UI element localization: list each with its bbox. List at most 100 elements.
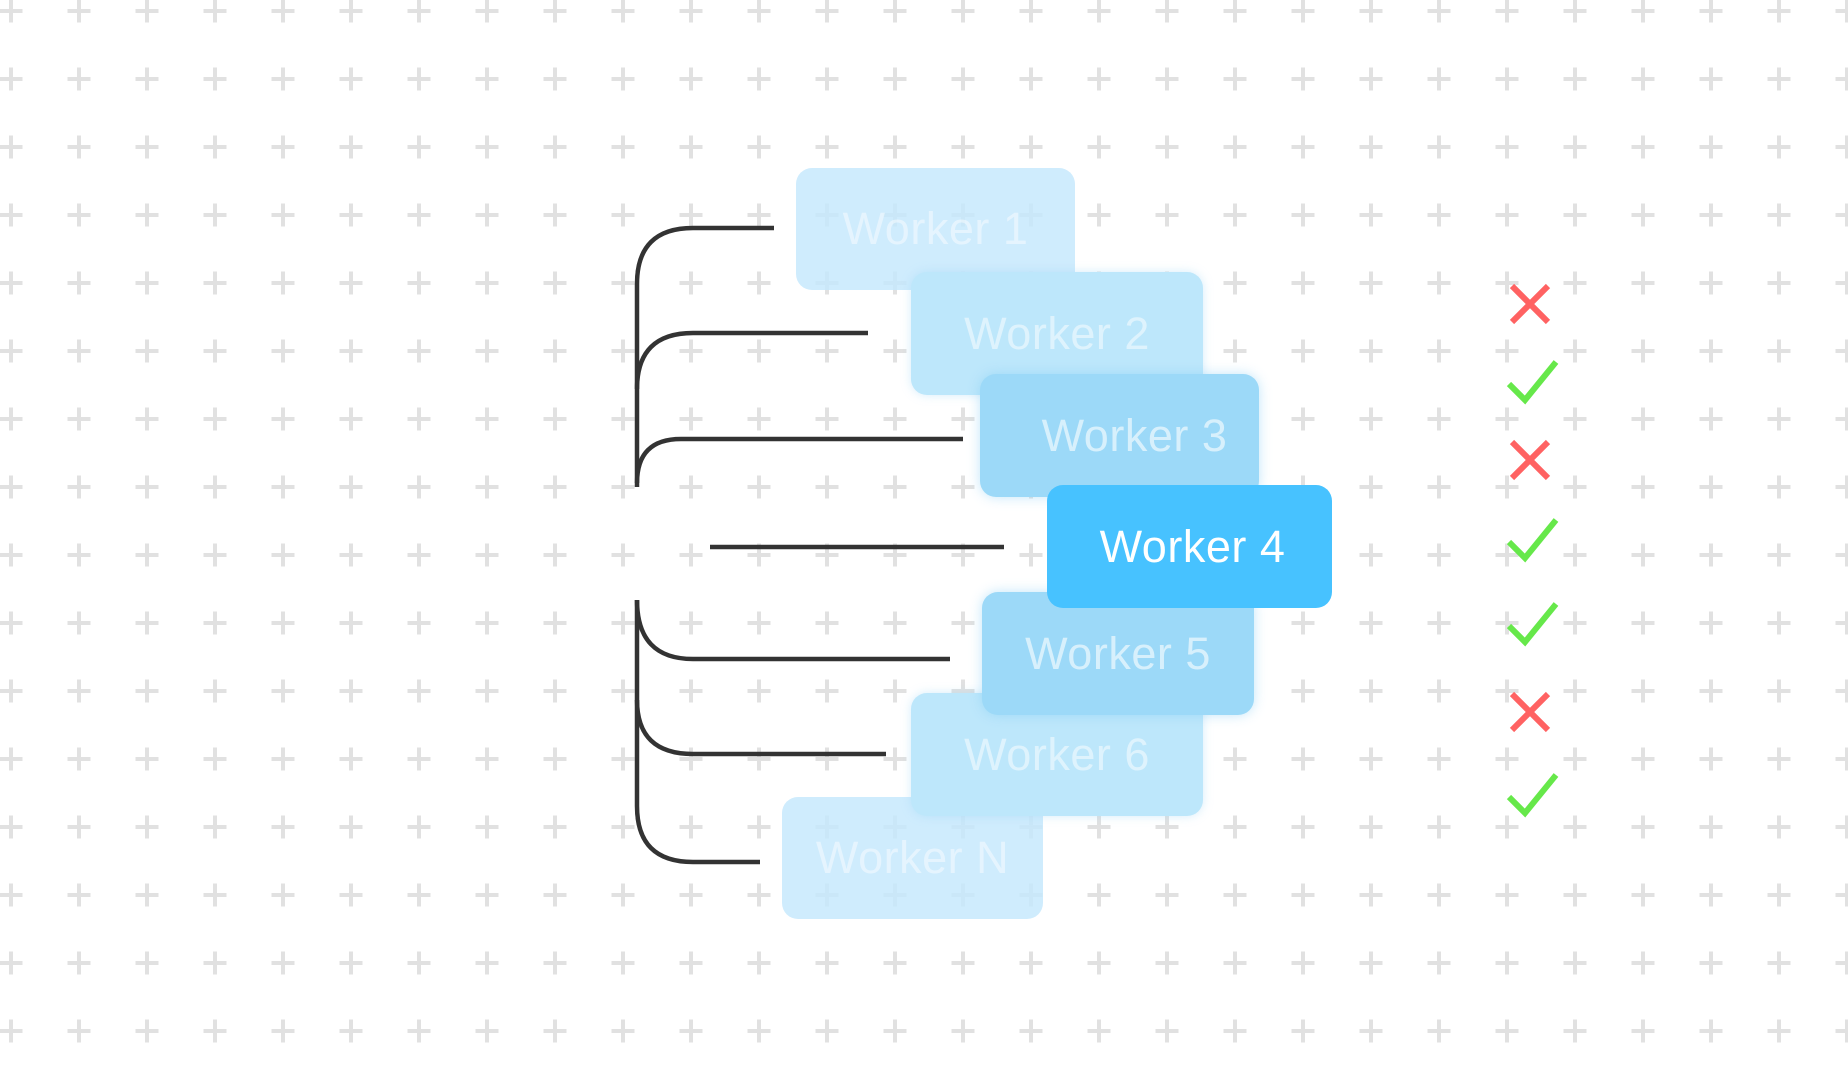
grid-plus-icon: [1699, 0, 1723, 23]
grid-plus-icon: [815, 679, 839, 703]
grid-plus-icon: [543, 475, 567, 499]
grid-plus-icon: [1699, 543, 1723, 567]
grid-plus-icon: [475, 135, 499, 159]
grid-plus-icon: [407, 679, 431, 703]
grid-plus-icon: [271, 543, 295, 567]
grid-plus-icon: [543, 67, 567, 91]
grid-plus-icon: [271, 203, 295, 227]
grid-plus-icon: [1087, 1019, 1111, 1043]
grid-plus-icon: [679, 203, 703, 227]
grid-plus-icon: [1019, 1019, 1043, 1043]
grid-plus-icon: [1699, 611, 1723, 635]
grid-plus-icon: [1563, 747, 1587, 771]
grid-plus-icon: [1563, 0, 1587, 23]
grid-plus-icon: [339, 747, 363, 771]
grid-plus-icon: [679, 883, 703, 907]
grid-plus-icon: [747, 67, 771, 91]
grid-plus-icon: [1631, 747, 1655, 771]
grid-plus-icon: [271, 747, 295, 771]
grid-plus-icon: [611, 0, 635, 23]
grid-plus-icon: [611, 951, 635, 975]
grid-plus-icon: [1087, 0, 1111, 23]
grid-plus-icon: [1767, 475, 1791, 499]
worker-n-card: Worker N: [782, 797, 1043, 919]
grid-plus-icon: [339, 679, 363, 703]
grid-plus-icon: [135, 815, 159, 839]
grid-plus-icon: [1631, 679, 1655, 703]
grid-plus-icon: [0, 883, 23, 907]
connector-worker-1: [634, 225, 774, 487]
grid-plus-icon: [747, 0, 771, 23]
grid-plus-icon: [679, 271, 703, 295]
grid-plus-icon: [407, 339, 431, 363]
grid-plus-icon: [475, 271, 499, 295]
grid-plus-icon: [1835, 407, 1848, 431]
grid-plus-icon: [1019, 543, 1043, 567]
grid-plus-icon: [747, 475, 771, 499]
grid-plus-icon: [271, 135, 295, 159]
grid-plus-icon: [1427, 1019, 1451, 1043]
grid-plus-icon: [1631, 611, 1655, 635]
grid-plus-icon: [1291, 747, 1315, 771]
grid-plus-icon: [815, 135, 839, 159]
grid-plus-icon: [543, 0, 567, 23]
grid-plus-icon: [1427, 407, 1451, 431]
grid-plus-icon: [611, 747, 635, 771]
grid-plus-icon: [1563, 135, 1587, 159]
grid-plus-icon: [339, 475, 363, 499]
grid-plus-icon: [1019, 67, 1043, 91]
grid-plus-icon: [1087, 883, 1111, 907]
grid-plus-icon: [203, 951, 227, 975]
grid-plus-icon: [611, 815, 635, 839]
grid-plus-icon: [67, 747, 91, 771]
grid-plus-icon: [475, 339, 499, 363]
grid-plus-icon: [1291, 135, 1315, 159]
grid-plus-icon: [611, 339, 635, 363]
grid-plus-icon: [1699, 883, 1723, 907]
grid-plus-icon: [1087, 203, 1111, 227]
grid-plus-icon: [67, 475, 91, 499]
grid-plus-icon: [883, 475, 907, 499]
grid-plus-icon: [679, 475, 703, 499]
grid-plus-icon: [1427, 815, 1451, 839]
grid-plus-icon: [135, 747, 159, 771]
connector-worker-6: [634, 600, 886, 757]
grid-plus-icon: [1699, 135, 1723, 159]
grid-plus-icon: [1291, 951, 1315, 975]
grid-plus-icon: [747, 679, 771, 703]
worker-3-label: Worker 3: [1041, 409, 1228, 461]
grid-plus-icon: [67, 0, 91, 23]
grid-plus-icon: [135, 339, 159, 363]
grid-plus-icon: [747, 611, 771, 635]
grid-plus-icon: [543, 407, 567, 431]
grid-plus-icon: [1631, 67, 1655, 91]
grid-plus-icon: [1631, 135, 1655, 159]
grid-plus-icon: [1835, 67, 1848, 91]
grid-plus-icon: [1563, 339, 1587, 363]
grid-plus-icon: [747, 271, 771, 295]
grid-plus-icon: [611, 543, 635, 567]
grid-plus-icon: [1291, 815, 1315, 839]
grid-plus-icon: [271, 67, 295, 91]
grid-plus-icon: [1495, 815, 1519, 839]
grid-plus-icon: [271, 475, 295, 499]
grid-plus-icon: [1495, 679, 1519, 703]
grid-plus-icon: [1835, 815, 1848, 839]
grid-plus-icon: [747, 543, 771, 567]
grid-plus-icon: [407, 135, 431, 159]
grid-plus-icon: [407, 271, 431, 295]
grid-plus-icon: [475, 883, 499, 907]
grid-plus-icon: [747, 951, 771, 975]
grid-plus-icon: [203, 203, 227, 227]
grid-plus-icon: [1767, 679, 1791, 703]
grid-plus-icon: [1087, 815, 1111, 839]
grid-plus-icon: [339, 543, 363, 567]
grid-plus-icon: [1767, 271, 1791, 295]
grid-plus-icon: [747, 747, 771, 771]
grid-plus-icon: [1155, 135, 1179, 159]
grid-plus-icon: [135, 271, 159, 295]
grid-plus-icon: [135, 543, 159, 567]
grid-plus-icon: [1631, 543, 1655, 567]
grid-plus-icon: [1427, 883, 1451, 907]
grid-plus-icon: [1427, 543, 1451, 567]
